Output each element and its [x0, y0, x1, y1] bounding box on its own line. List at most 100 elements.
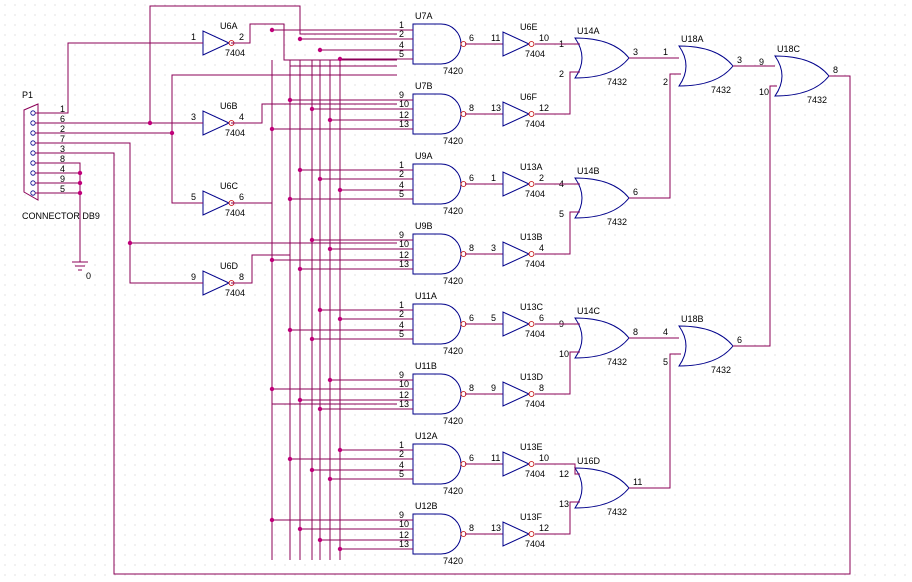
- or-pin-in: 5: [663, 357, 668, 367]
- junction-dot: [337, 546, 343, 552]
- junction-dot: [269, 27, 275, 33]
- or-pin-out: 3: [633, 47, 638, 57]
- junction-dot: [317, 537, 323, 543]
- inverter-ref: U13D: [520, 372, 544, 382]
- nand-pin-number: 5: [399, 329, 404, 339]
- nand-gate-body: [412, 303, 462, 345]
- nand-pin-out: 6: [469, 313, 474, 323]
- inverter-type: 7404: [225, 48, 245, 58]
- connector-pin-number: 5: [60, 184, 65, 194]
- inverter-u13f: [502, 521, 531, 547]
- nand-pin-number: 12: [399, 530, 409, 540]
- nand-type: 7420: [443, 346, 463, 356]
- inverter-type: 7404: [525, 399, 545, 409]
- inverter-type: 7404: [225, 208, 245, 218]
- nand-pin-number: 4: [399, 40, 404, 50]
- inverter-u6f: [502, 101, 531, 127]
- connector-pin-number: 4: [60, 164, 65, 174]
- inverter-ref: U13F: [520, 512, 543, 522]
- inverter-pin-in: 1: [491, 173, 496, 183]
- wire: [629, 353, 681, 489]
- junction-dot: [269, 257, 275, 263]
- or-pin-out: 11: [633, 477, 642, 487]
- nand-pin-out: 8: [469, 243, 474, 253]
- nand-ref: U9A: [415, 151, 433, 161]
- nand-type: 7420: [443, 206, 463, 216]
- nand-ref: U12A: [415, 431, 438, 441]
- inverter-pin-out: 8: [539, 383, 544, 393]
- or-type: 7432: [607, 217, 627, 227]
- junction-dot: [309, 336, 315, 342]
- nand-gate-body: [412, 233, 462, 275]
- inverter-type: 7404: [525, 469, 545, 479]
- inverter-pin-out: 6: [539, 313, 544, 323]
- nand-pin-number: 10: [399, 379, 409, 389]
- inverter-type: 7404: [525, 329, 545, 339]
- nand-pin-number: 12: [399, 250, 409, 260]
- junction-dot: [309, 237, 315, 243]
- nand-type: 7420: [443, 276, 463, 286]
- inverter-pin-out: 4: [539, 243, 544, 253]
- connector-pin: [30, 150, 36, 156]
- inverter-type: 7404: [525, 49, 545, 59]
- wire: [231, 65, 397, 284]
- junction-dot: [317, 307, 323, 313]
- nand-pin-out: 6: [469, 173, 474, 183]
- or-pin-out: 3: [737, 55, 742, 65]
- or-type: 7432: [711, 85, 731, 95]
- nand-pin-number: 5: [399, 189, 404, 199]
- junction-dot: [77, 170, 83, 176]
- or-pin-in: 12: [559, 469, 569, 479]
- or-pin-in: 1: [663, 47, 668, 57]
- inverter-pin-in: 11: [491, 453, 500, 463]
- junction-dot: [269, 517, 275, 523]
- nand-type: 7420: [443, 136, 463, 146]
- inverter-pin-in: 5: [191, 192, 196, 202]
- or-gate-body: [678, 45, 734, 87]
- junction-dot: [337, 447, 343, 453]
- nand-type: 7420: [443, 416, 463, 426]
- inverter-ref: U6C: [220, 181, 239, 191]
- nand-pin-number: 9: [399, 370, 404, 380]
- wire: [56, 162, 81, 262]
- inverter-bubble: [528, 251, 535, 257]
- inverter-type: 7404: [225, 128, 245, 138]
- wire: [56, 132, 203, 204]
- or-type: 7432: [711, 365, 731, 375]
- junction-dot: [327, 377, 333, 383]
- nand-pin-number: 1: [399, 20, 404, 30]
- nand-pin-number: 1: [399, 440, 404, 450]
- wire: [629, 73, 681, 199]
- nand-ref: U12B: [415, 501, 438, 511]
- inverter-type: 7404: [525, 189, 545, 199]
- inverter-u13e: [502, 451, 531, 477]
- nand-type: 7420: [443, 66, 463, 76]
- inverter-u13d: [502, 381, 531, 407]
- wire: [535, 71, 580, 115]
- connector-shell: [23, 103, 39, 201]
- or-gate-body: [678, 325, 734, 367]
- nand-gate-body: [412, 163, 462, 205]
- or-pin-out: 6: [633, 187, 638, 197]
- connector-label: CONNECTOR DB9: [22, 211, 100, 221]
- nand-gate-body: [412, 443, 462, 485]
- nand-pin-number: 13: [399, 119, 409, 129]
- junction-dot: [127, 240, 133, 246]
- connector-pin: [30, 130, 36, 136]
- or-pin-out: 8: [833, 65, 838, 75]
- junction-dot: [147, 120, 153, 126]
- or-pin-out: 6: [737, 335, 742, 345]
- inverter-pin-in: 1: [191, 32, 196, 42]
- or-gate-body: [574, 177, 630, 219]
- or-pin-out: 8: [633, 327, 638, 337]
- or-pin-in: 2: [663, 77, 668, 87]
- or-type: 7432: [607, 77, 627, 87]
- wire: [535, 501, 580, 535]
- wire: [56, 5, 397, 124]
- nand-pin-out: 8: [469, 383, 474, 393]
- nand-type: 7420: [443, 486, 463, 496]
- inverter-bubble: [528, 41, 535, 47]
- inverter-pin-out: 6: [239, 192, 244, 202]
- inverter-ref: U13C: [520, 302, 544, 312]
